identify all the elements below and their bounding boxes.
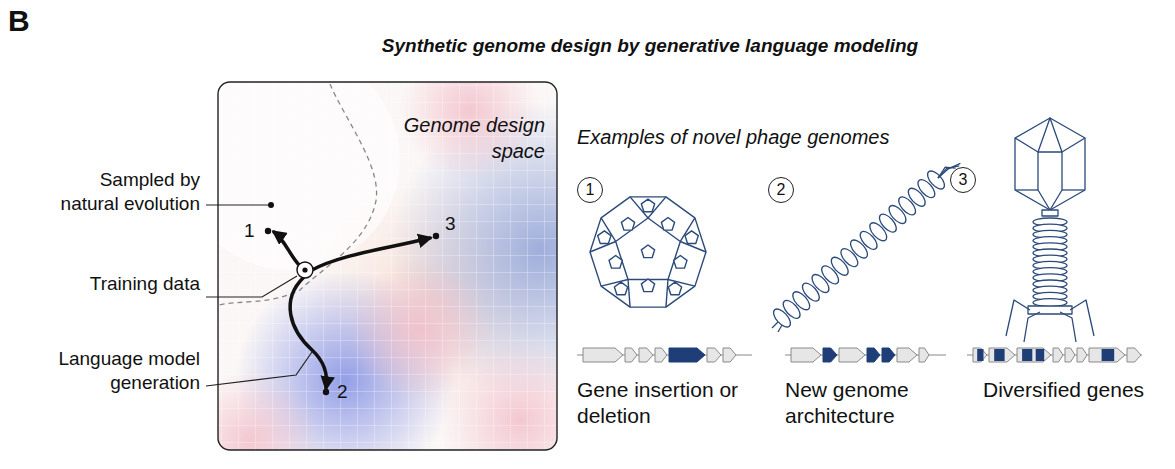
subheading: Examples of novel phage genomes: [577, 125, 977, 150]
design-points: [265, 202, 439, 395]
icosahedral-phage: [590, 197, 706, 307]
callout-number: 1: [586, 181, 595, 199]
design-space-panel: Genome design space: [218, 82, 557, 450]
generation-arrows: [274, 232, 430, 388]
point-number: 1: [244, 219, 264, 243]
panel-heading: Genome design space: [395, 112, 545, 164]
genome-maps: [577, 348, 1142, 362]
annotation: Language model generation: [40, 347, 200, 395]
leader-lines: [206, 205, 312, 386]
callout-circle: 3: [950, 167, 976, 193]
example-caption: Diversified genes: [983, 377, 1163, 403]
example-caption: Gene insertion or deletion: [577, 377, 777, 430]
phage-illustrations: [590, 118, 1094, 342]
tailed-phage: [1006, 118, 1094, 342]
panel-letter: B: [8, 2, 48, 40]
callout-circle: 2: [768, 177, 794, 203]
callout-number: 2: [777, 181, 786, 199]
callout-circle: 1: [577, 177, 603, 203]
figure-title: Synthetic genome design by generative la…: [280, 34, 1020, 58]
filamentous-phage: [771, 163, 961, 332]
training-data-mark: [297, 262, 313, 278]
point-number: 3: [445, 212, 465, 236]
design-space-ground: [218, 82, 557, 450]
annotation: Sampled by natural evolution: [40, 168, 200, 216]
design-space-border: [218, 82, 557, 450]
point-number: 2: [337, 380, 357, 404]
evolution-boundary: [219, 84, 377, 305]
annotation: Training data: [40, 272, 200, 296]
callout-number: 3: [959, 171, 968, 189]
example-caption: New genome architecture: [785, 377, 965, 430]
